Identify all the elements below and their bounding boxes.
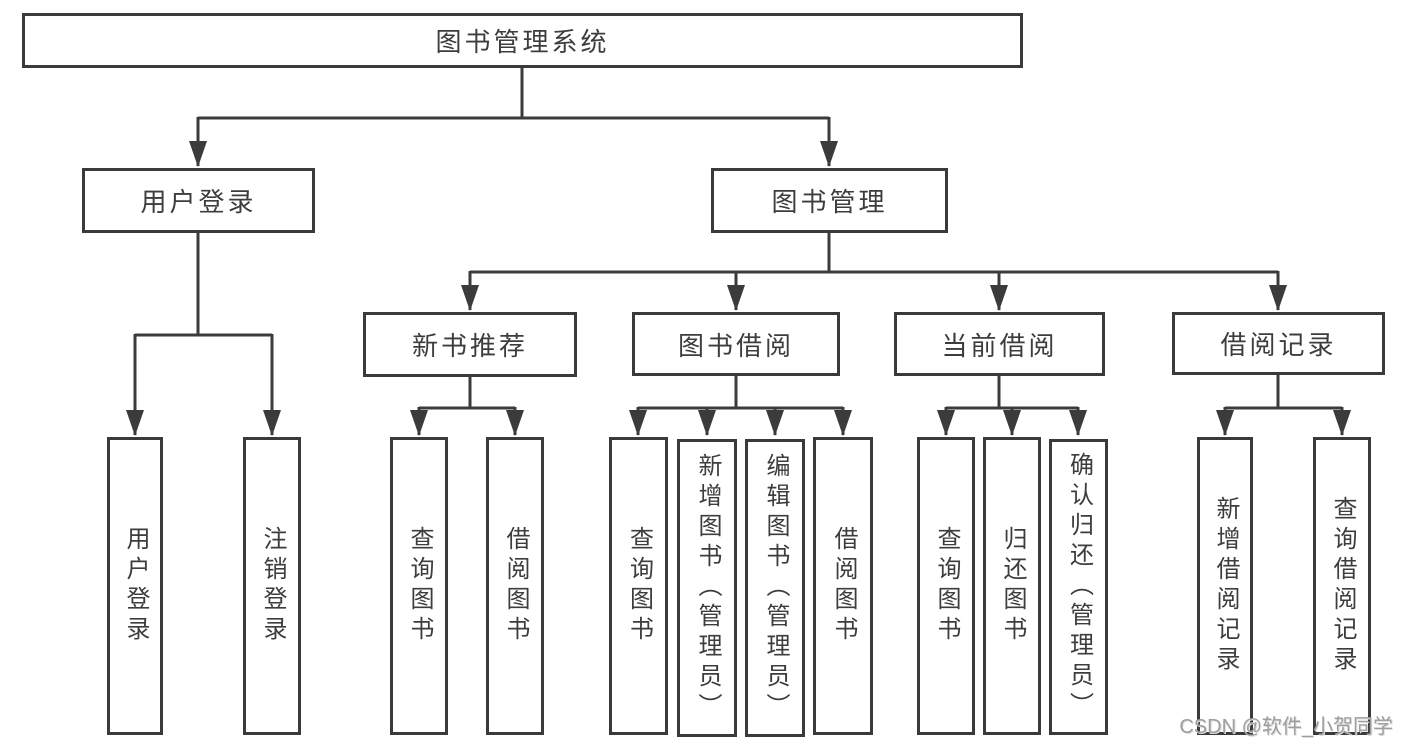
node-leaf-borrow-books-recommend-label: 借阅图书 (502, 526, 529, 646)
node-current-borrowing-label: 当前借阅 (941, 330, 1058, 361)
node-root-system-label: 图书管理系统 (435, 27, 610, 57)
node-book-borrowing-label: 图书借阅 (677, 330, 794, 361)
node-leaf-return-books-label: 归还图书 (999, 526, 1026, 646)
node-leaf-confirm-return-admin-label: 确认归还（管理员） (1065, 452, 1093, 722)
node-leaf-add-borrow-record-label: 新增借阅记录 (1212, 496, 1239, 676)
node-leaf-edit-books-admin-label: 编辑图书（管理员） (762, 453, 789, 723)
node-book-management: 图书管理 (711, 168, 948, 233)
node-leaf-confirm-return-admin: 确认归还（管理员） (1049, 439, 1108, 735)
node-leaf-logout-label: 注销登录 (259, 526, 286, 646)
node-leaf-user-login-label: 用户登录 (122, 526, 149, 646)
node-leaf-edit-books-admin: 编辑图书（管理员） (745, 439, 805, 737)
node-leaf-query-borrow-record: 查询借阅记录 (1313, 437, 1371, 735)
node-leaf-borrow-books-recommend: 借阅图书 (486, 437, 544, 735)
node-user-login-label: 用户登录 (140, 187, 257, 217)
node-book-borrowing: 图书借阅 (632, 312, 840, 376)
node-borrowing-records-label: 借阅记录 (1220, 330, 1337, 360)
node-leaf-user-login: 用户登录 (107, 437, 163, 735)
node-borrowing-records: 借阅记录 (1172, 312, 1385, 375)
node-leaf-query-books-current-label: 查询图书 (933, 526, 960, 646)
node-book-management-label: 图书管理 (771, 187, 888, 217)
node-leaf-query-borrow-record-label: 查询借阅记录 (1329, 496, 1356, 676)
node-leaf-query-books-borrowing: 查询图书 (609, 437, 668, 735)
node-user-login: 用户登录 (82, 168, 315, 233)
node-leaf-query-books-current: 查询图书 (917, 437, 975, 735)
watermark: CSDN @软件_小贺同学 (1179, 716, 1393, 738)
node-leaf-add-borrow-record: 新增借阅记录 (1197, 437, 1253, 735)
node-leaf-add-books-admin: 新增图书（管理员） (677, 439, 737, 737)
node-root-system: 图书管理系统 (22, 13, 1023, 68)
node-new-book-recommend-label: 新书推荐 (411, 331, 528, 361)
node-leaf-borrow-books: 借阅图书 (813, 437, 873, 735)
node-leaf-borrow-books-label: 借阅图书 (830, 526, 857, 646)
node-leaf-query-books-recommend-label: 查询图书 (406, 526, 433, 646)
node-leaf-query-books-recommend: 查询图书 (390, 437, 448, 735)
node-leaf-add-books-admin-label: 新增图书（管理员） (694, 453, 721, 723)
node-leaf-return-books: 归还图书 (983, 437, 1041, 735)
node-new-book-recommend: 新书推荐 (363, 312, 577, 377)
node-leaf-logout: 注销登录 (243, 437, 301, 735)
node-current-borrowing: 当前借阅 (894, 312, 1105, 376)
node-leaf-query-books-borrowing-label: 查询图书 (625, 526, 653, 646)
